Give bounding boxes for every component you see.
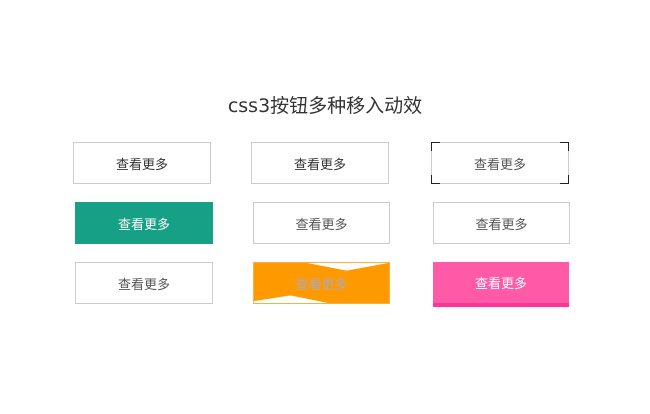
view-more-button-7[interactable]: 查看更多 — [75, 262, 213, 304]
view-more-button-3[interactable]: 查看更多 — [431, 142, 569, 184]
button-label: 查看更多 — [475, 217, 528, 233]
button-label: 查看更多 — [293, 157, 346, 173]
view-more-button-2[interactable]: 查看更多 — [251, 142, 389, 184]
button-label: 查看更多 — [474, 277, 527, 292]
view-more-button-8[interactable]: 查看更多 — [253, 262, 390, 304]
page-title: css3按钮多种移入动效 — [227, 95, 423, 117]
view-more-button-4[interactable]: 查看更多 — [75, 202, 213, 244]
corner-bracket — [560, 142, 569, 151]
view-more-button-5[interactable]: 查看更多 — [253, 202, 390, 244]
button-label: 查看更多 — [295, 217, 348, 233]
button-label: 查看更多 — [473, 157, 526, 173]
button-label: 查看更多 — [295, 277, 348, 293]
view-more-button-6[interactable]: 查看更多 — [433, 202, 570, 244]
corner-bracket — [431, 175, 440, 184]
zigzag-decoration — [254, 263, 389, 303]
corner-bracket — [431, 142, 440, 151]
button-label: 查看更多 — [117, 217, 170, 233]
corner-bracket — [560, 175, 569, 184]
view-more-button-9[interactable]: 查看更多 — [433, 262, 569, 307]
button-label: 查看更多 — [117, 277, 170, 293]
button-label: 查看更多 — [115, 157, 168, 173]
view-more-button-1[interactable]: 查看更多 — [73, 142, 211, 184]
